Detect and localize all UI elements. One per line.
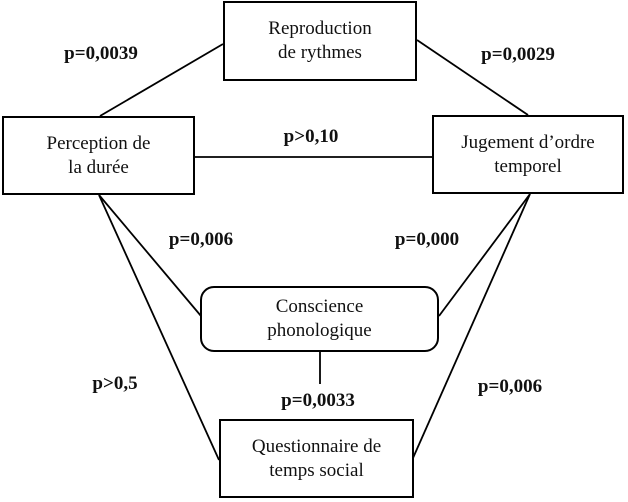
edge-line-jugement-conscience	[438, 193, 531, 317]
edge-label-perception-reproduction: p=0,0039	[64, 43, 138, 64]
node-label: Jugement d’ordre	[461, 131, 595, 153]
node-reproduction-de-rythmes: Reproduction de rythmes	[223, 1, 417, 81]
node-label: temps social	[269, 459, 364, 481]
edge-label-perception-jugement: p>0,10	[283, 126, 339, 147]
edge-line-perception-conscience	[98, 194, 202, 317]
node-questionnaire-de-temps-social: Questionnaire de temps social	[219, 419, 414, 498]
edge-label-perception-questionnaire: p>0,5	[92, 373, 138, 394]
edge-line-perception-questionnaire	[98, 194, 220, 461]
node-label: Questionnaire de	[251, 435, 382, 457]
node-label: Perception de	[46, 132, 151, 154]
edge-label-reproduction-jugement: p=0,0029	[481, 44, 555, 65]
node-jugement-d-ordre-temporel: Jugement d’ordre temporel	[432, 115, 624, 194]
edge-label-conscience-questionnaire: p=0,0033	[281, 390, 355, 411]
node-label: phonologique	[267, 320, 372, 341]
edge-label-jugement-conscience: p=0,000	[394, 229, 460, 250]
node-label: temporel	[494, 155, 562, 177]
edge-line-reproduction-jugement	[416, 39, 529, 116]
node-label: de rythmes	[278, 42, 362, 63]
edge-label-jugement-questionnaire: p=0,006	[477, 376, 543, 397]
node-perception-de-la-duree: Perception de la durée	[2, 116, 195, 195]
edge-line-perception-reproduction	[99, 43, 224, 117]
edge-label-perception-conscience: p=0,006	[168, 229, 234, 250]
edge-line-jugement-questionnaire	[412, 193, 531, 459]
node-conscience-phonologique: Conscience phonologique	[200, 286, 439, 352]
node-label: Reproduction	[268, 18, 372, 39]
node-label: Conscience	[275, 296, 364, 317]
node-label: la durée	[68, 156, 129, 178]
